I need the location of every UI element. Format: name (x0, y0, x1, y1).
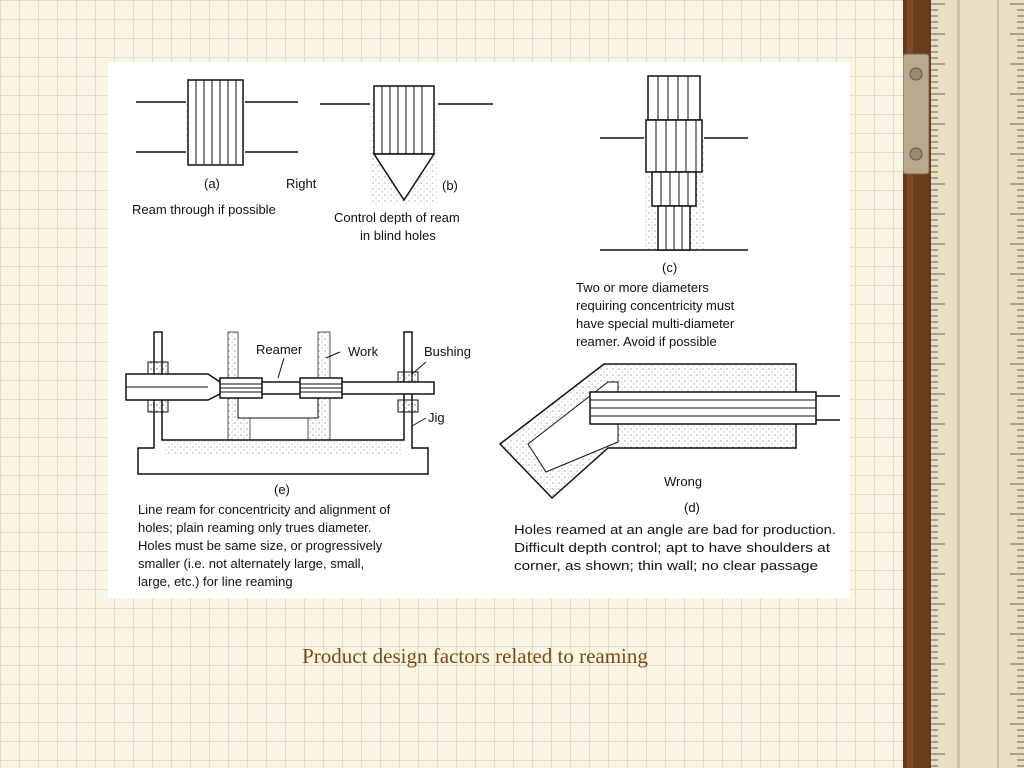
panel-a-drawing (136, 79, 298, 166)
panel-e-work-label: Work (348, 344, 379, 359)
panel-d-note-line-3: corner, as shown; thin wall; no clear pa… (514, 558, 818, 573)
panel-e-note-line-2: holes; plain reaming only trues diameter… (138, 520, 371, 535)
panel-c-drawing (600, 75, 748, 251)
panel-e-note-line-1: Line ream for concentricity and alignmen… (138, 502, 391, 517)
panel-b-tag: (b) (442, 178, 458, 193)
panel-b-drawing (320, 85, 493, 204)
panel-c-note-line-1: Two or more diameters (576, 280, 709, 295)
panel-d-tag: (d) (684, 500, 700, 515)
panel-e-note-line-5: large, etc.) for line reaming (138, 574, 293, 589)
panel-d-note-line-2: Difficult depth control; apt to have sho… (514, 540, 830, 555)
panel-e-bushing-label: Bushing (424, 344, 471, 359)
panel-d-note-line-1: Holes reamed at an angle are bad for pro… (514, 522, 836, 537)
panel-a-right-label: Right (286, 176, 317, 191)
panel-b-note-line-2: in blind holes (360, 228, 436, 243)
panel-c-note-line-3: have special multi-diameter (576, 316, 735, 331)
panel-e-note-line-3: Holes must be same size, or progressivel… (138, 538, 383, 553)
ruler-decoration (903, 0, 1024, 768)
reaming-diagram-figure: (a) Right Ream through if possible (b) C… (108, 62, 850, 598)
panel-a-note: Ream through if possible (132, 202, 276, 217)
panel-e-tag: (e) (274, 482, 290, 497)
panel-c-note-line-4: reamer. Avoid if possible (576, 334, 717, 349)
panel-b-note-line-1: Control depth of ream (334, 210, 460, 225)
panel-d-drawing (498, 363, 840, 500)
panel-e-reamer-label: Reamer (256, 342, 303, 357)
panel-e-note-line-4: smaller (i.e. not alternately large, sma… (138, 556, 364, 571)
panel-c-tag: (c) (662, 260, 677, 275)
panel-d-wrong-label: Wrong (664, 474, 702, 489)
slide-caption: Product design factors related to reamin… (302, 644, 648, 668)
panel-e-jig-label: Jig (428, 410, 445, 425)
panel-c-note-line-2: requiring concentricity must (576, 298, 735, 313)
panel-a-tag: (a) (204, 176, 220, 191)
panel-e-drawing (125, 331, 435, 475)
